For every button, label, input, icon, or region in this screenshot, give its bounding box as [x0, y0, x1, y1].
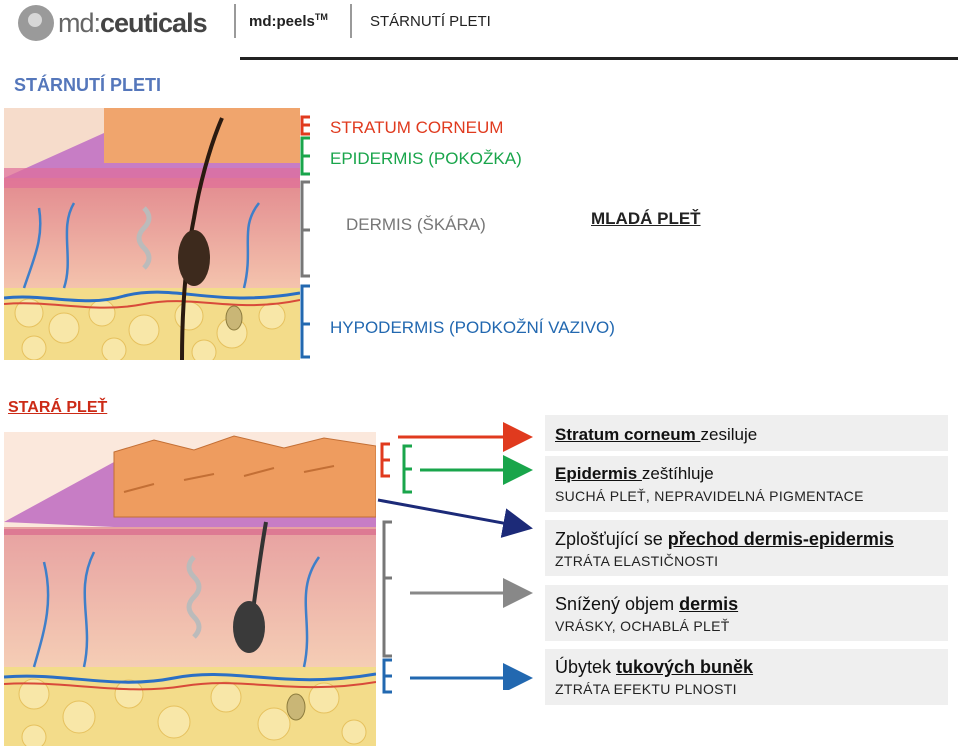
page-title: STÁRNUTÍ PLETI [14, 75, 161, 95]
layer-label-dermis: DERMIS (ŠKÁRA) [346, 215, 486, 234]
change-text: Snížený objem dermis [555, 594, 739, 614]
change-effect: ZTRÁTA EFEKTU PLNOSTI [555, 681, 737, 697]
young-skin-illustration [4, 108, 300, 360]
change-text: Epidermis zeštíhluje [555, 464, 714, 483]
change-text: Úbytek tukových buněk [555, 657, 754, 677]
young-layer-brackets [300, 115, 310, 359]
logo-text: md:ceuticals [58, 7, 208, 38]
old-skin-illustration [4, 432, 376, 746]
layer-label-stratum-corneum: STRATUM CORNEUM [330, 118, 504, 137]
change-panel-hypodermis: Úbytek tukových buněk ZTRÁTA EFEKTU PLNO… [545, 649, 948, 705]
change-panel-dermis: Snížený objem dermis VRÁSKY, OCHABLÁ PLE… [545, 585, 948, 641]
old-arrows [377, 422, 533, 690]
header-divider [234, 4, 236, 38]
change-effect: ZTRÁTA ELASTIČNOSTI [555, 553, 719, 569]
old-skin-caption: STARÁ PLEŤ [8, 399, 108, 416]
header-divider [350, 4, 352, 38]
change-effect: SUCHÁ PLEŤ, NEPRAVIDELNÁ PIGMENTACE [555, 488, 864, 504]
change-panel-stratum-corneum: Stratum corneum zesiluje [545, 415, 948, 451]
header-section: STÁRNUTÍ PLETI [370, 13, 491, 30]
product-name: md:peelsTM [249, 12, 328, 30]
young-skin-caption: MLADÁ PLEŤ [591, 209, 701, 228]
logo-mark-icon [18, 5, 54, 41]
header-rule [240, 57, 958, 60]
old-layer-brackets [380, 442, 412, 694]
layer-label-epidermis: EPIDERMIS (POKOŽKA) [330, 149, 522, 168]
change-text: Stratum corneum zesiluje [555, 425, 758, 444]
change-effect: VRÁSKY, OCHABLÁ PLEŤ [555, 618, 730, 634]
change-panel-epidermis: Epidermis zeštíhluje SUCHÁ PLEŤ, NEPRAVI… [545, 456, 948, 512]
brand-logo: md:ceuticals [18, 4, 228, 42]
layer-label-hypodermis: HYPODERMIS (PODKOŽNÍ VAZIVO) [330, 318, 615, 337]
change-text: Zplošťující se přechod dermis-epidermis [555, 529, 894, 549]
arrow-dermis-epidermis [377, 498, 533, 538]
change-panel-dermis-epidermis: Zplošťující se přechod dermis-epidermis … [545, 520, 948, 576]
